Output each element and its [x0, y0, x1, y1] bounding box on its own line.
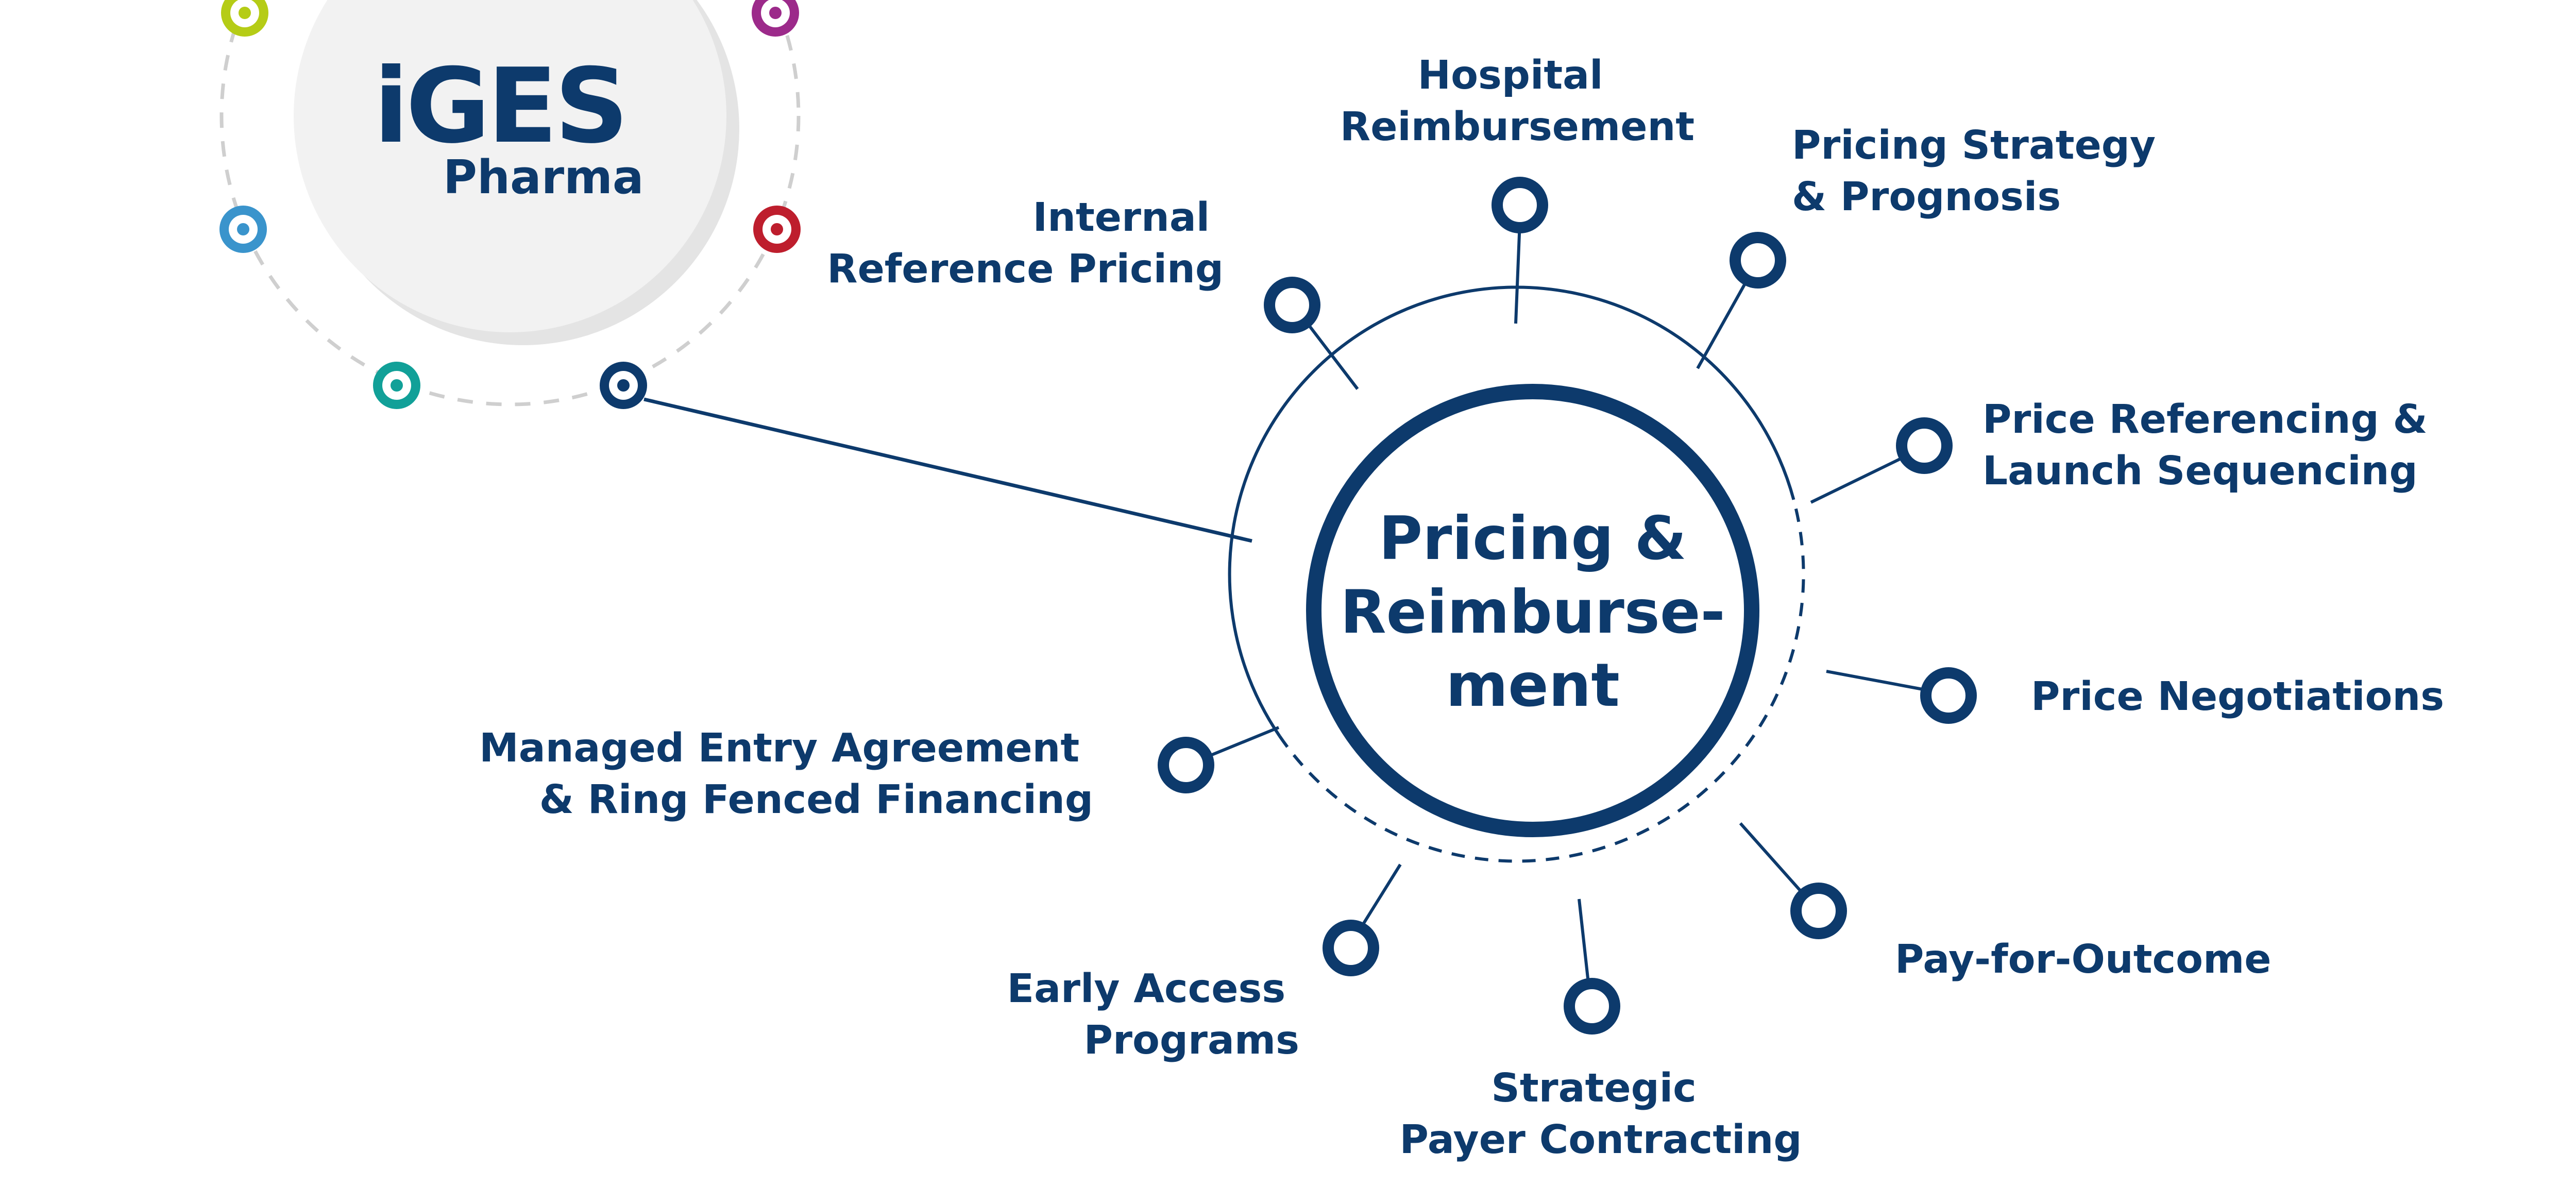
- spoke-internal-reference-pricing: Internal Reference Pricing: [827, 195, 1359, 390]
- spoke-node-icon: [1323, 920, 1379, 976]
- orbit-dot-lime-icon: [221, 0, 268, 37]
- spoke-node-icon: [1896, 417, 1953, 474]
- topic-label: Managed Entry Agreement & Ring Fenced Fi…: [479, 725, 1093, 823]
- spoke-node-icon: [1564, 978, 1620, 1035]
- spoke-node-icon: [1158, 737, 1214, 793]
- spoke-managed-entry-agreement: Managed Entry Agreement & Ring Fenced Fi…: [479, 725, 1280, 823]
- spoke-node-icon: [1730, 232, 1786, 289]
- orbit-dot-navy-icon: [600, 362, 647, 409]
- hub: Pricing & Reimburse- ment: [1228, 285, 1805, 863]
- hub-title-line3: ment: [1446, 651, 1620, 720]
- orbit-dot-red-icon: [753, 206, 801, 253]
- topic-label: Price Negotiations: [2031, 674, 2444, 720]
- spoke-pricing-strategy-prognosis: Pricing Strategy & Prognosis: [1696, 123, 2170, 369]
- topic-label: Pay-for-Outcome: [1895, 937, 2272, 982]
- logo-disc: [294, 0, 726, 332]
- hub-outer-ring-solid: [1228, 285, 1795, 737]
- hub-inner-ring: [1306, 384, 1759, 837]
- spoke-node-icon: [1920, 667, 1977, 724]
- topic-label: Hospital Reimbursement: [1340, 53, 1694, 150]
- logo-subtitle: Pharma: [443, 150, 644, 205]
- topic-label: Strategic Payer Contracting: [1400, 1065, 1802, 1163]
- spoke-strategic-payer-contracting: Strategic Payer Contracting: [1400, 899, 1802, 1163]
- hub-title-line2: Reimburse-: [1340, 578, 1725, 647]
- logo-orbit-ring: [219, 0, 801, 406]
- orbit-dot-sky-icon: [219, 206, 267, 253]
- logo-cluster: iGES Pharma: [219, 0, 801, 409]
- topic-label: Early Access Programs: [1007, 966, 1299, 1063]
- spoke-pay-for-outcome: Pay-for-Outcome: [1739, 822, 2272, 982]
- spoke-early-access-programs: Early Access Programs: [1007, 863, 1402, 1063]
- logo-wordmark: iGES: [374, 46, 625, 166]
- spoke-node-icon: [1790, 883, 1847, 939]
- topic-label: Internal Reference Pricing: [827, 195, 1224, 292]
- spoke-price-referencing: Price Referencing & Launch Sequencing: [1810, 397, 2441, 504]
- spoke-hospital-reimbursement: Hospital Reimbursement: [1340, 53, 1694, 324]
- topic-label: Pricing Strategy & Prognosis: [1792, 123, 2170, 220]
- hub-title-line1: Pricing &: [1379, 504, 1687, 573]
- spoke-node-icon: [1264, 277, 1320, 333]
- topic-label: Price Referencing & Launch Sequencing: [1982, 397, 2441, 494]
- orbit-dot-magenta-icon: [752, 0, 799, 37]
- hub-outer-ring-dashed: [1278, 499, 1805, 863]
- spoke-node-icon: [1492, 177, 1548, 233]
- logo-hub-connector: [643, 397, 1252, 543]
- spoke-price-negotiations: Price Negotiations: [1826, 667, 2444, 724]
- orbit-dot-teal-icon: [373, 362, 420, 409]
